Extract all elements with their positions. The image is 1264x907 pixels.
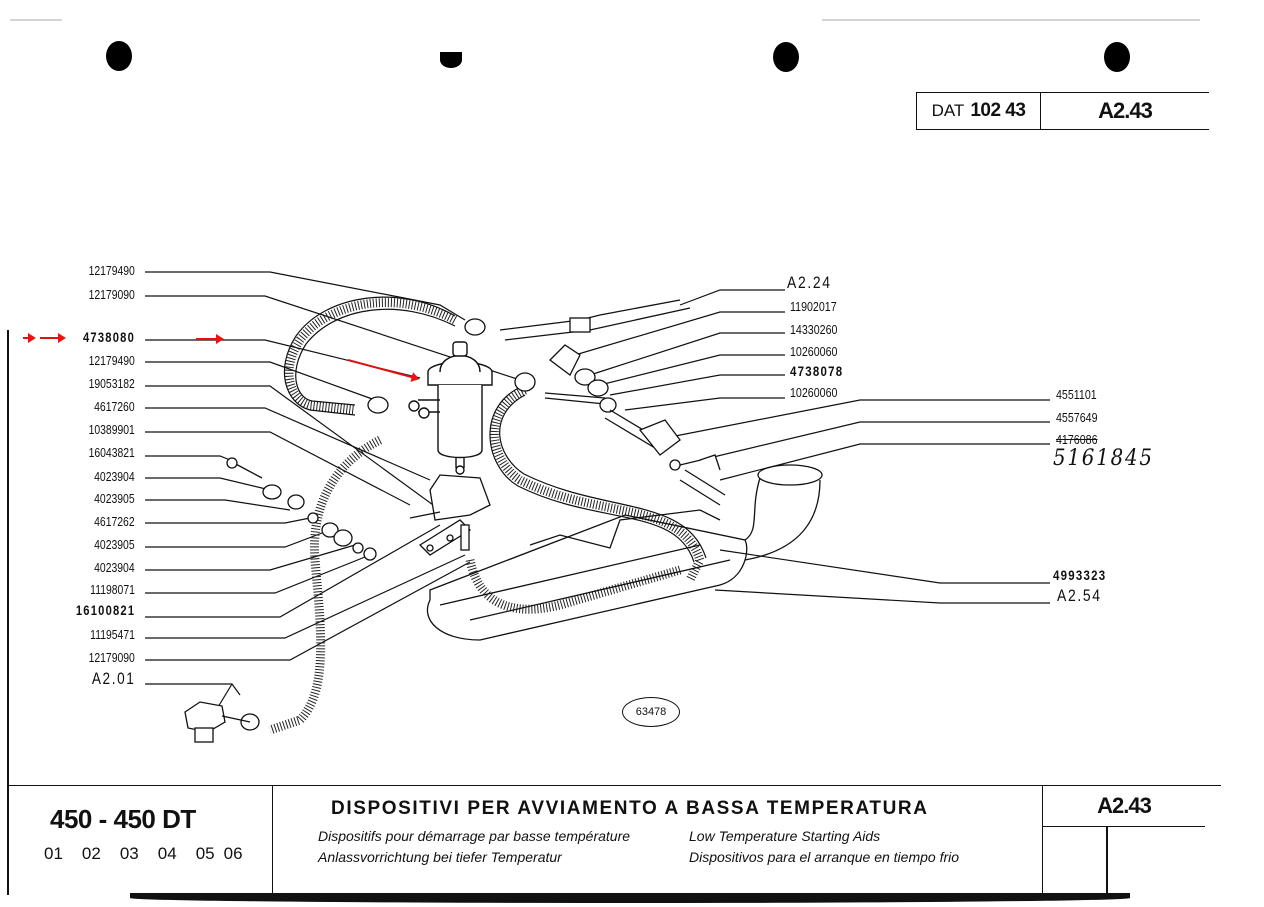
variant-code: 02 [81,844,101,863]
title-spanish: Dispositivos para el arranque en tiempo … [689,849,960,865]
variant-code: 05 [195,844,215,863]
part-number-highlighted: 4738080 [82,329,135,345]
part-number: 4617260 [94,399,136,414]
title-cell: DISPOSITIVI PER AVVIAMENTO A BASSA TEMPE… [273,786,1043,896]
hose-clamps [240,318,536,731]
title-block: 450 - 450 DT 01 02 03 04 05 06 DISPOSITI… [8,785,1221,896]
part-number: 10260060 [790,385,838,400]
binder-hole [773,42,799,72]
dat-label: DAT [931,101,965,120]
binder-hole [440,52,462,68]
title-german: Anlassvorrichtung bei tiefer Temperatur [318,849,562,865]
part-number: 4993323 [1053,567,1107,583]
page-code-cell: A2.43 [1043,786,1221,896]
part-number: 16043821 [88,445,135,460]
binder-hole [106,41,132,71]
part-number: 4551101 [1056,387,1097,402]
starter-plug-assembly [499,299,726,506]
part-number: 4023905 [94,491,136,506]
variant-code: 01 [44,844,63,863]
variant-list: 01 02 03 04 05 06 [44,844,243,864]
part-number: 14330260 [790,322,838,337]
highlight-arrow [196,334,224,344]
model-name: 450 - 450 DT [50,804,196,834]
highlight-arrow [40,333,66,343]
part-number: 4557649 [1056,410,1098,425]
page-reference: A2.01 [91,669,135,688]
part-number: 12179490 [88,353,135,368]
part-number: 12179490 [88,263,135,278]
dat-number: 102 43 [970,100,1026,121]
variant-code: 04 [157,844,177,863]
rubber-hoses [268,298,705,735]
part-number: 4738078 [790,363,844,379]
title-italian: DISPOSITIVI PER AVVIAMENTO A BASSA TEMPE… [331,798,929,819]
thermo-valve-part [408,341,493,475]
page-code-footer: A2.43 [1043,786,1205,827]
banjo-fitting [184,701,251,743]
page-reference: A2.54 [1057,586,1102,605]
part-number: 11902017 [790,299,837,314]
page-reference: A2.24 [787,273,832,292]
page-code-header: A2.43 [1098,98,1153,123]
part-number: 4617262 [94,514,136,529]
bolt-and-washers [226,457,377,561]
part-number: 19053182 [88,376,135,391]
title-french: Dispositifs pour démarrage par basse tem… [318,828,631,844]
part-number: 4023905 [94,537,136,552]
part-number: 4023904 [94,469,136,484]
variant-code: 03 [119,844,139,863]
part-number: 10260060 [790,344,838,359]
part-number: 16100821 [75,602,135,618]
model-cell: 450 - 450 DT 01 02 03 04 05 06 [8,786,273,896]
binder-hole [1104,42,1130,72]
document-reference-box: DAT 102 43 A2.43 [916,92,1209,130]
part-number: 11198071 [90,582,135,597]
superseded-part-number: 4176086 [1056,432,1098,447]
variant-code: 06 [223,844,243,863]
highlight-arrow [23,333,36,343]
title-english: Low Temperature Starting Aids [689,828,881,844]
cell-divider [1106,827,1108,896]
part-number: 11195471 [90,627,135,642]
hose-outlines [283,296,707,563]
dat-reference: DAT 102 43 [917,93,1041,129]
top-edge-line [10,19,62,21]
part-number: 12179090 [88,650,135,665]
top-edge-line [822,19,1200,21]
part-number: 10389901 [88,422,135,437]
scan-edge-shadow [130,893,1130,903]
part-number: 12179090 [88,287,135,302]
mounting-bracket [409,474,491,556]
handwritten-replacement-part: 5161845 [1053,446,1154,471]
figure-id-badge: 63478 [622,697,680,727]
part-number: 4023904 [94,560,136,575]
exhaust-manifold [426,464,823,641]
frame-border-left [7,330,9,895]
